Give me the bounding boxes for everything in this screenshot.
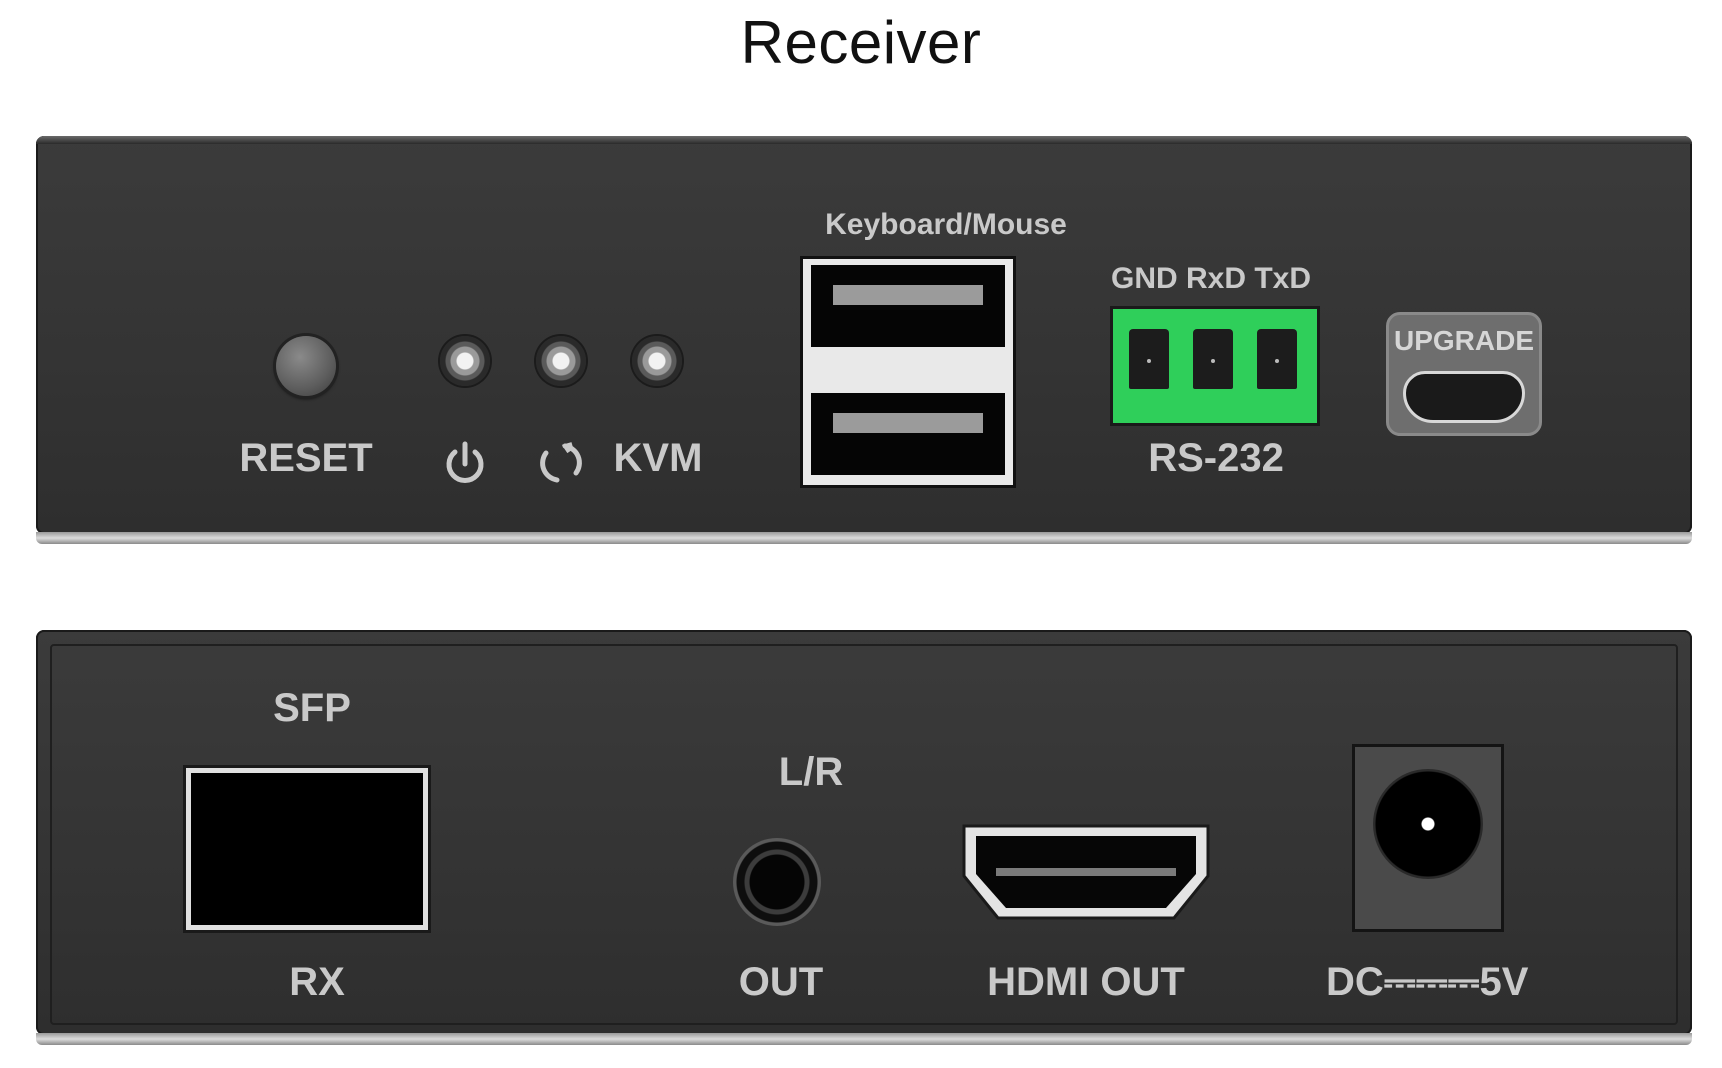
usb-label: Keyboard/Mouse — [825, 208, 1067, 241]
audio-out-jack[interactable] — [733, 838, 821, 926]
rs232-pins-label: GND RxD TxD — [1110, 262, 1312, 295]
usb-port-bottom[interactable] — [811, 393, 1005, 475]
rear-panel-bottom-rim — [36, 1033, 1692, 1045]
power-led — [440, 336, 490, 386]
reset-label: RESET — [239, 436, 373, 480]
upgrade-label: UPGRADE — [1393, 325, 1534, 356]
usb-keyboard-mouse-ports[interactable] — [800, 256, 1016, 488]
micro-usb-upgrade-port[interactable] — [1403, 371, 1525, 423]
reset-button[interactable] — [276, 336, 336, 396]
link-icon — [540, 442, 582, 483]
power-icon — [446, 441, 484, 483]
hdmi-out-label: HDMI OUT — [987, 960, 1185, 1004]
dc-power-housing — [1352, 744, 1504, 932]
rs232-slot-txd — [1257, 329, 1297, 389]
front-panel-top-rim — [36, 136, 1692, 144]
audio-lr-label: L/R — [778, 750, 844, 794]
usb-port-bottom-tongue — [833, 413, 983, 433]
rear-panel-inner-frame — [50, 644, 1678, 1025]
usb-port-top[interactable] — [811, 265, 1005, 347]
audio-out-label: OUT — [738, 960, 824, 1004]
link-led — [536, 336, 586, 386]
dc-power-jack[interactable] — [1373, 769, 1483, 879]
front-panel: RESET KVM Keyboard/Mouse GND RxD TxD RS-… — [36, 136, 1692, 544]
rear-panel: SFP RX L/R OUT HDMI OUT DC⎓⎓⎓5V — [36, 630, 1692, 1045]
rs232-slot-rxd — [1193, 329, 1233, 389]
sfp-rx-port[interactable] — [186, 768, 428, 930]
rs232-label: RS-232 — [1148, 436, 1284, 480]
dc-label: DC⎓⎓⎓5V — [1326, 960, 1529, 1004]
front-panel-bottom-rim — [36, 532, 1692, 544]
kvm-led — [632, 336, 682, 386]
upgrade-port-housing: UPGRADE — [1386, 312, 1542, 436]
rx-label: RX — [289, 960, 345, 1004]
rs232-terminal-block[interactable] — [1110, 306, 1320, 426]
kvm-label: KVM — [613, 436, 703, 480]
usb-port-top-tongue — [833, 285, 983, 305]
page-title: Receiver — [740, 9, 982, 76]
hdmi-out-port[interactable] — [956, 820, 1216, 924]
rs232-slot-gnd — [1129, 329, 1169, 389]
sfp-label: SFP — [273, 686, 351, 730]
